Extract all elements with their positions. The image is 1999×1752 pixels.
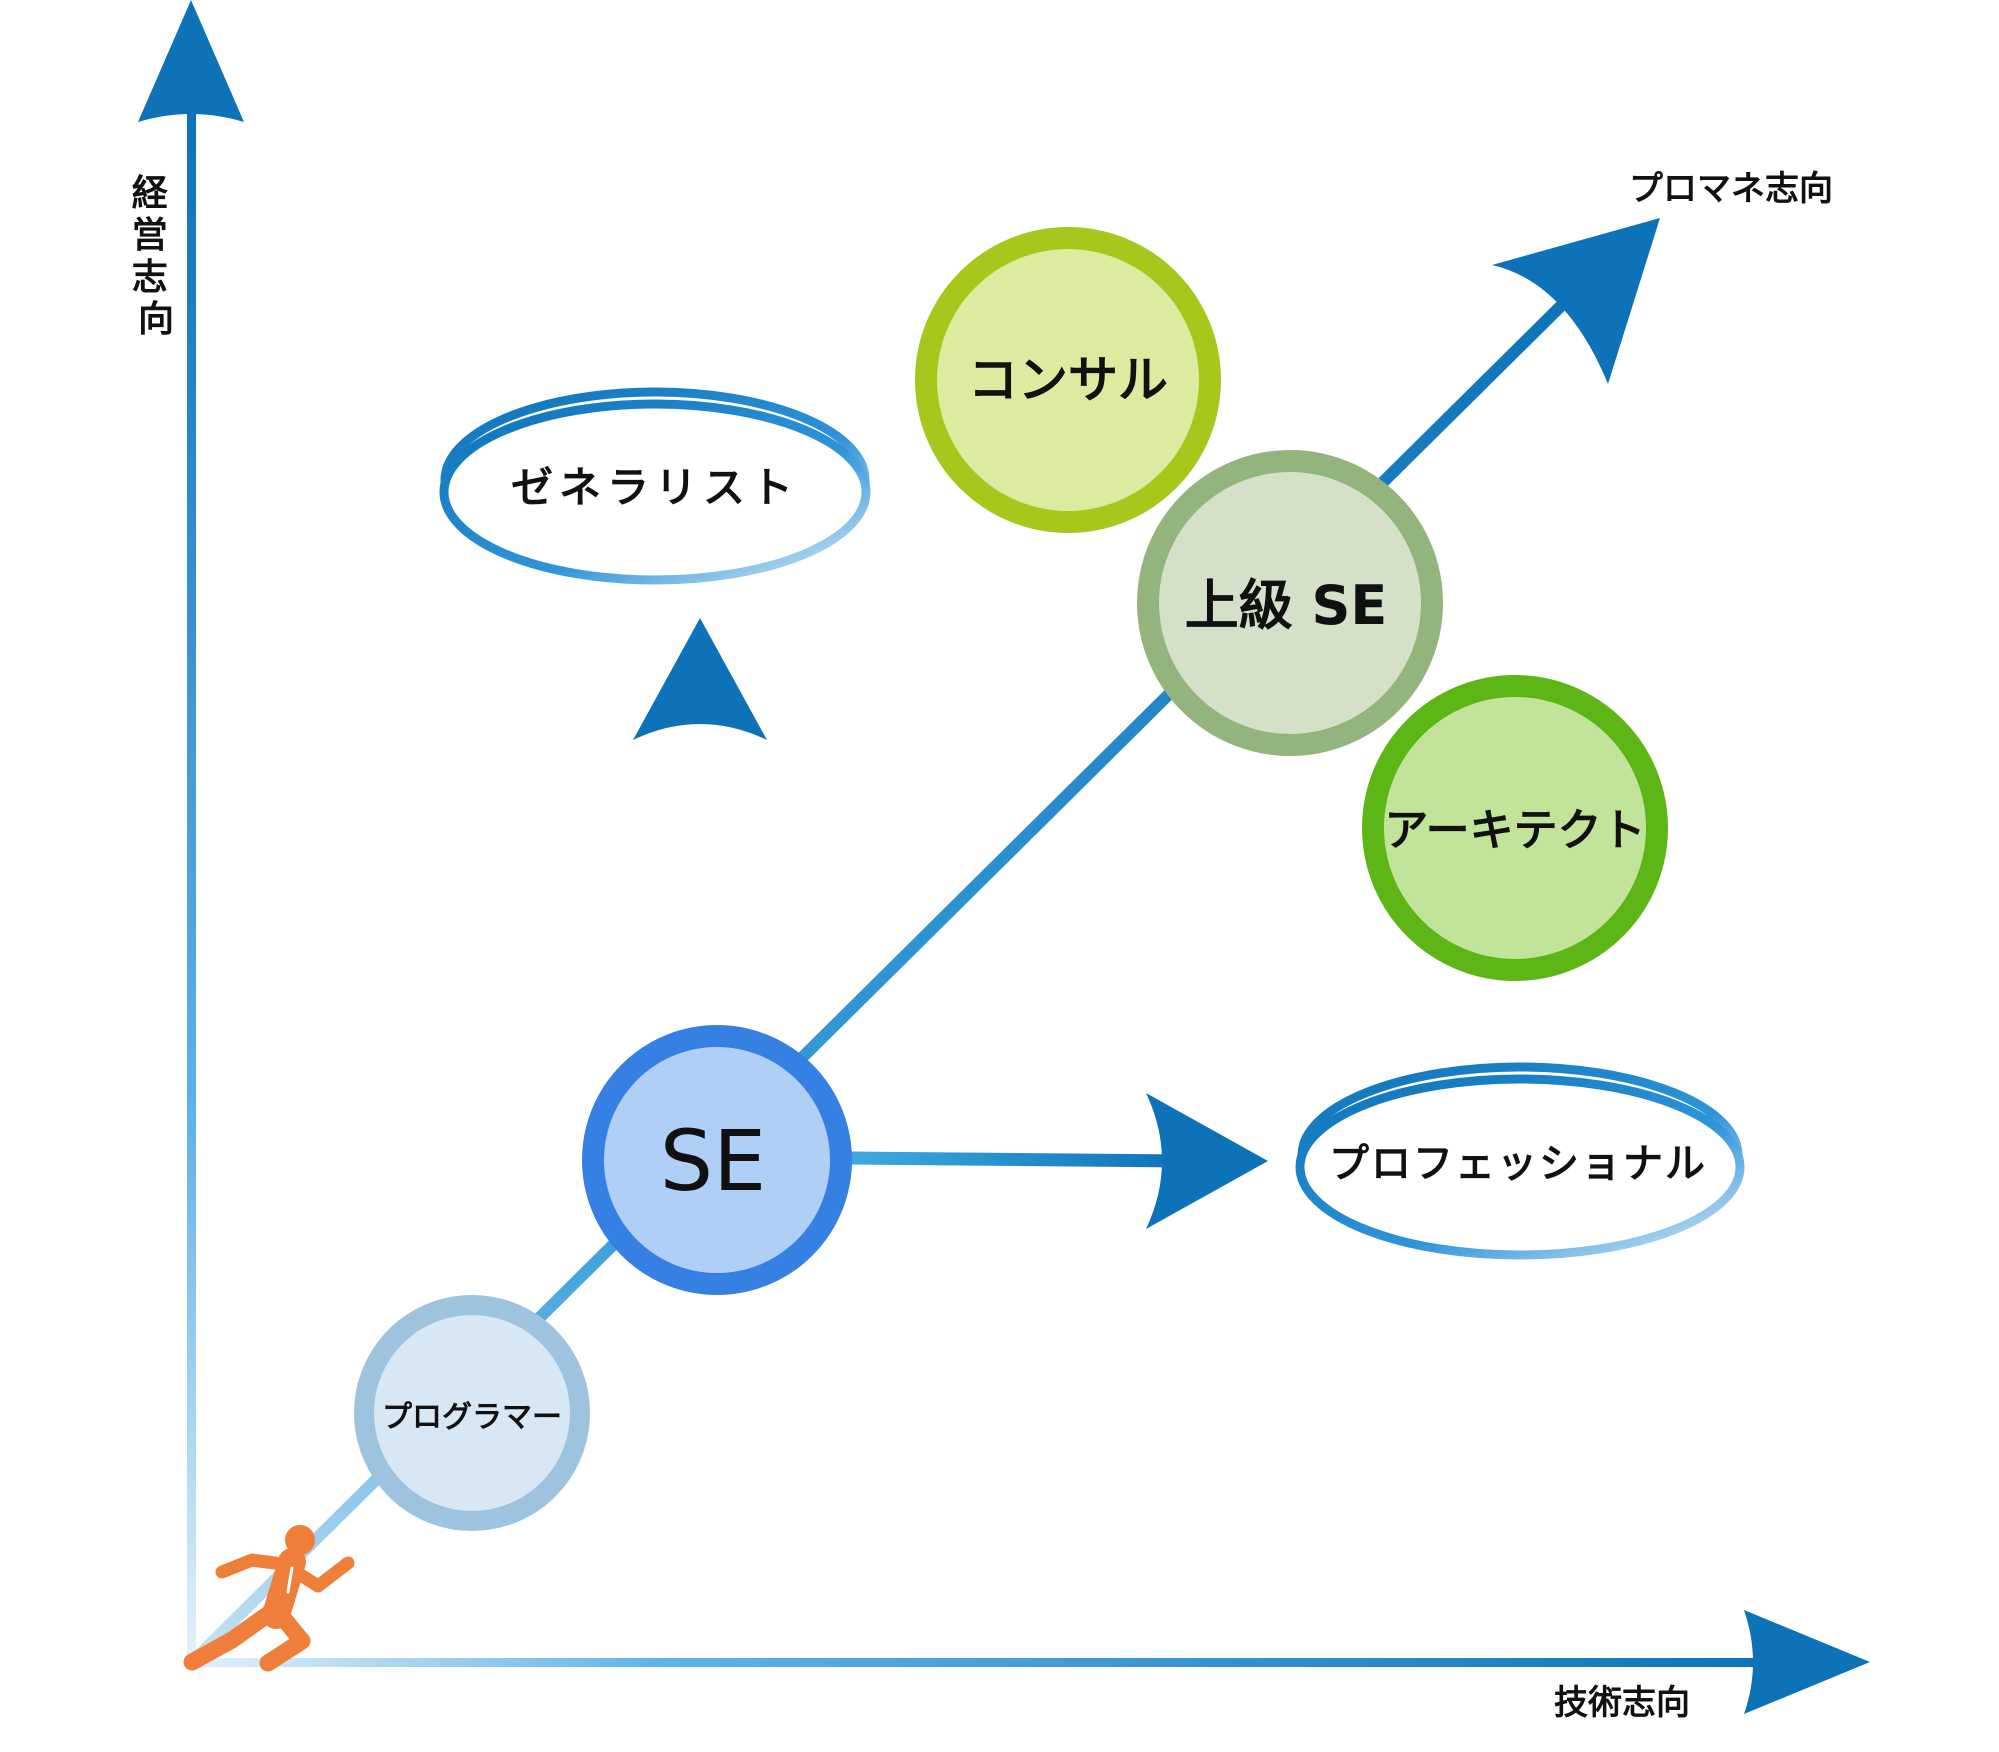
runner-head bbox=[285, 1525, 315, 1555]
runner-front-arm bbox=[286, 1556, 355, 1593]
y-axis-line bbox=[187, 110, 196, 1665]
runner-front-leg bbox=[259, 1605, 311, 1672]
consultant-label: コンサル bbox=[968, 351, 1168, 409]
consultant-circle bbox=[915, 227, 1221, 533]
generalist-branch-arrowhead bbox=[633, 618, 767, 740]
consultant-node: コンサル bbox=[915, 227, 1221, 533]
x-axis-line bbox=[188, 1658, 1768, 1667]
y-axis-label-char: 向 bbox=[138, 299, 174, 340]
diagonal-arrowhead bbox=[1492, 218, 1660, 384]
runner-tie bbox=[286, 1566, 294, 1594]
generalist-ring-inner bbox=[439, 399, 871, 585]
y-axis-label: 経 営 志 向 bbox=[132, 173, 181, 340]
programmer-circle bbox=[354, 1295, 590, 1531]
professional-label: プロフェッショナル bbox=[1329, 1141, 1707, 1187]
professional-ring-inner bbox=[1295, 1074, 1745, 1260]
senior-se-label: 上級 SE bbox=[1185, 574, 1388, 637]
programmer-label: プログラマー bbox=[382, 1400, 562, 1435]
runner-back-arm bbox=[215, 1553, 297, 1579]
y-axis bbox=[138, 0, 244, 1665]
professional-branch-line bbox=[849, 1151, 1186, 1168]
y-axis-label-char: 志 bbox=[132, 257, 168, 298]
y-axis-label-char: 経 bbox=[132, 173, 169, 214]
programmer-node: プログラマー bbox=[354, 1295, 590, 1531]
y-axis-label-char: 営 bbox=[132, 215, 168, 256]
generalist-label: ゼネラリスト bbox=[511, 463, 799, 512]
architect-circle bbox=[1362, 675, 1668, 981]
senior-se-circle bbox=[1137, 450, 1443, 756]
se-circle bbox=[582, 1025, 852, 1295]
running-person-icon bbox=[183, 1525, 355, 1672]
architect-node: アーキテクト bbox=[1362, 675, 1668, 981]
architect-label: アーキテクト bbox=[1384, 805, 1645, 856]
se-label: SE bbox=[660, 1112, 766, 1210]
y-axis-label-text: 経 営 志 向 bbox=[132, 173, 181, 340]
professional-node: プロフェッショナル bbox=[1295, 1062, 1745, 1260]
generalist-branch bbox=[633, 618, 767, 1025]
x-axis-label: 技術志向 bbox=[1554, 1683, 1690, 1723]
diagonal-axis-label: プロマネ志向 bbox=[1629, 169, 1833, 209]
professional-branch-arrowhead bbox=[1146, 1093, 1268, 1229]
y-axis-arrowhead bbox=[138, 0, 244, 122]
generalist-node: ゼネラリスト bbox=[439, 387, 871, 585]
x-axis bbox=[188, 1610, 1870, 1714]
senior-se-node: 上級 SE bbox=[1137, 450, 1443, 756]
x-axis-arrowhead bbox=[1744, 1610, 1870, 1714]
professional-branch bbox=[849, 1093, 1268, 1229]
se-node: SE bbox=[582, 1025, 852, 1295]
runner-back-leg bbox=[183, 1601, 283, 1671]
